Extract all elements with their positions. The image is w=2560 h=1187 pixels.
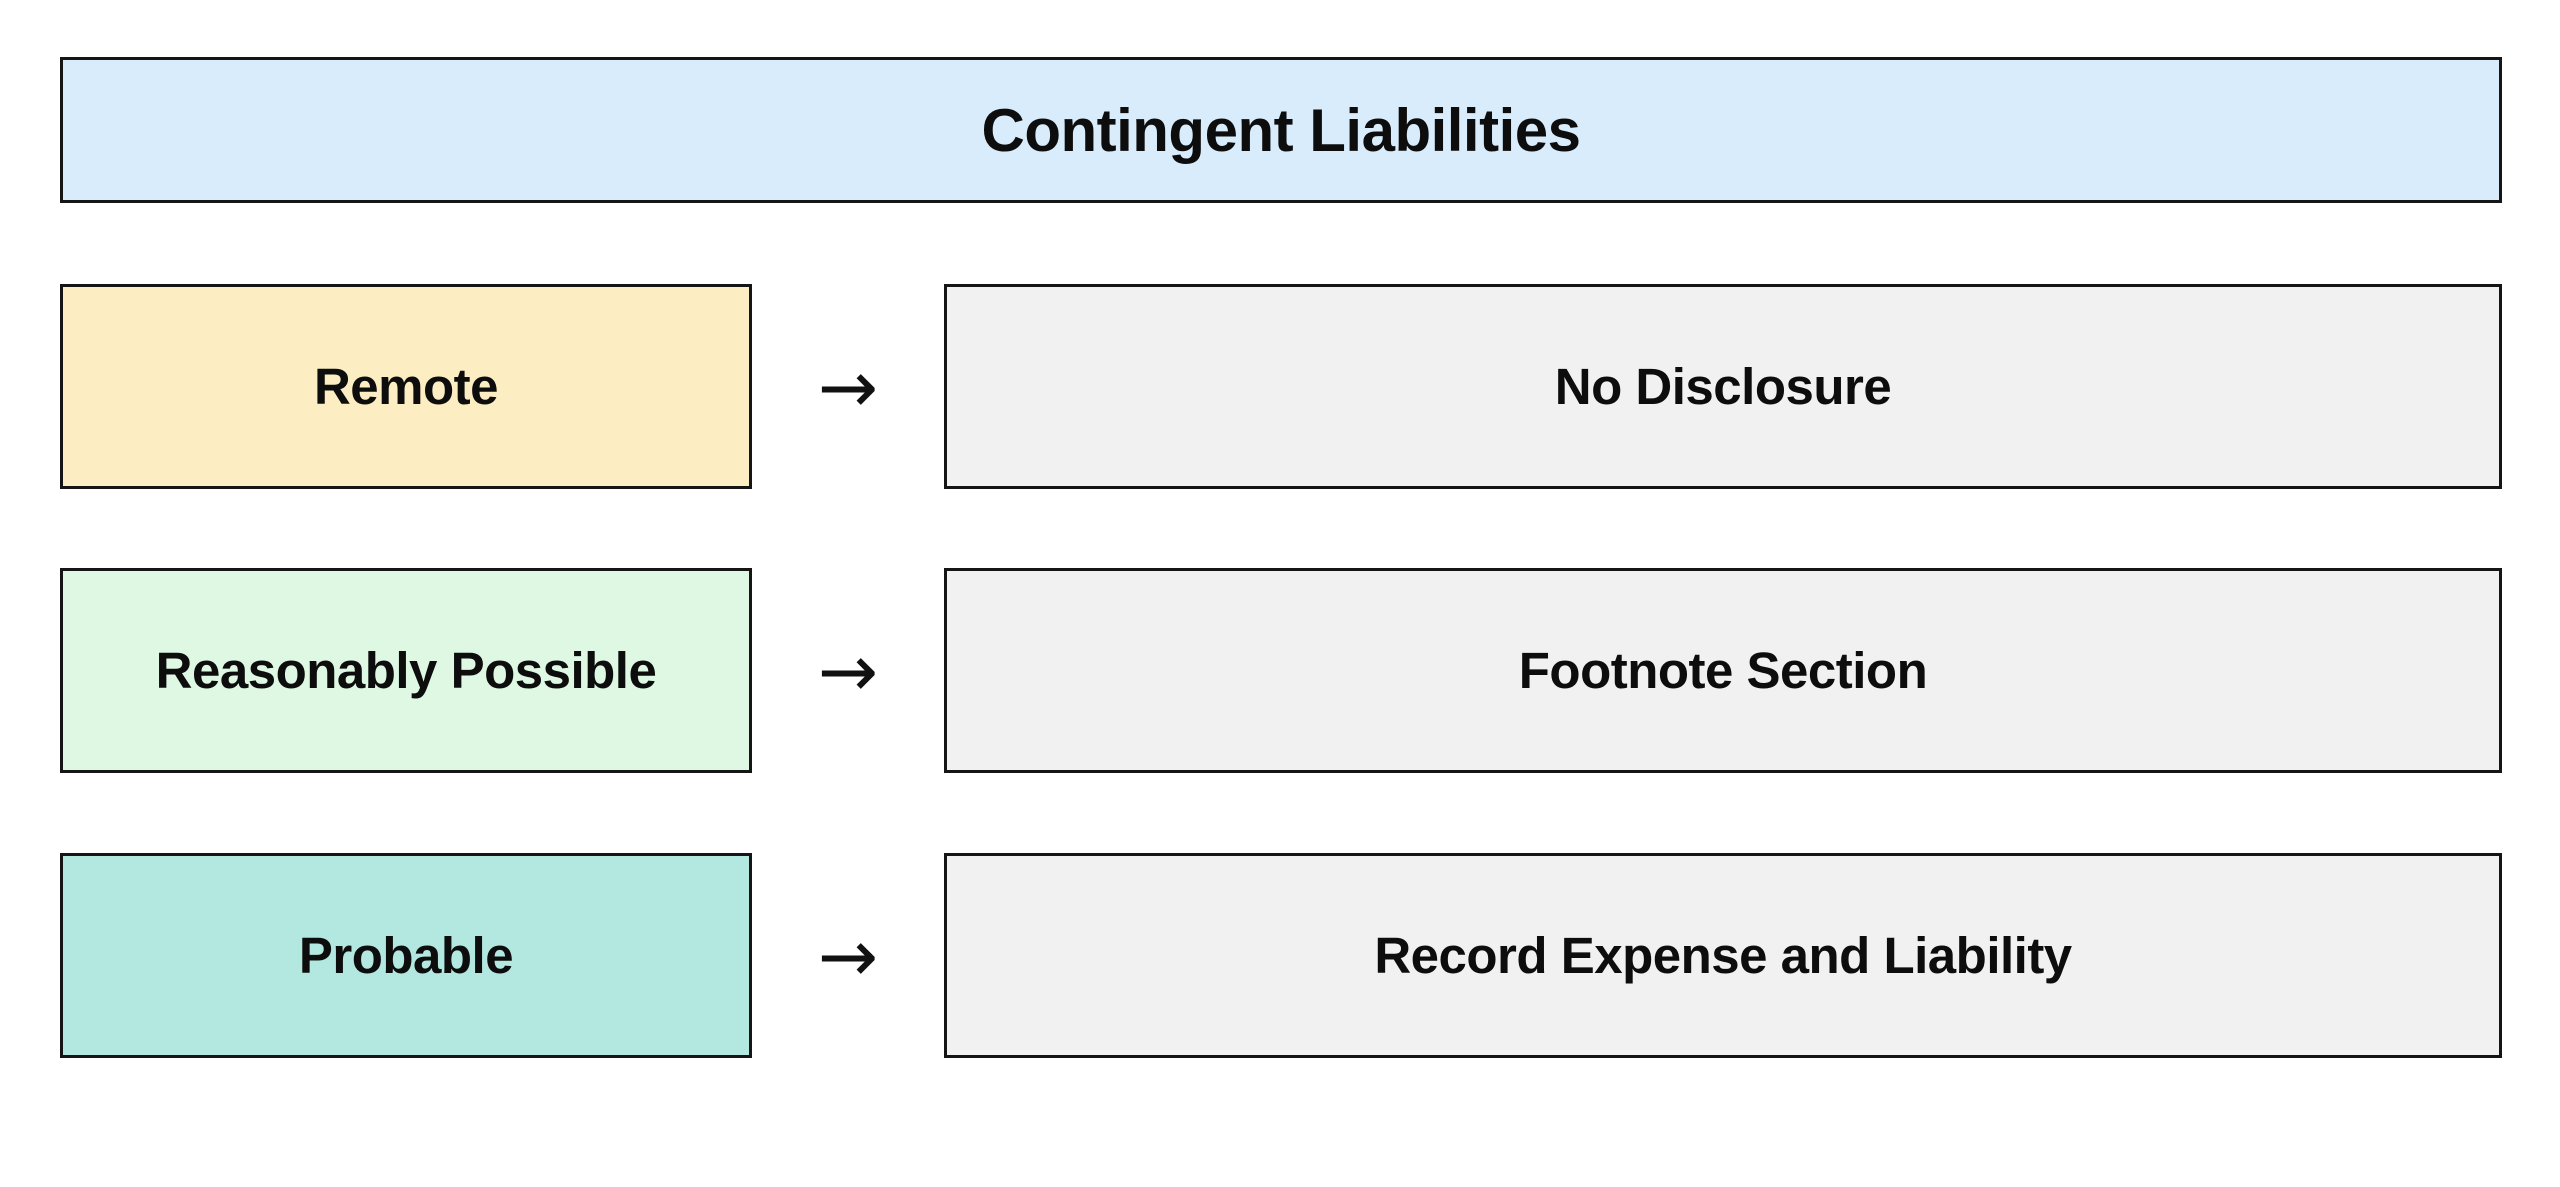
- row-probable: Probable → Record Expense and Liability: [60, 853, 2502, 1058]
- row-reasonably-possible: Reasonably Possible → Footnote Section: [60, 568, 2502, 773]
- arrow-cell: →: [752, 284, 944, 489]
- outcome-label-record-expense-and-liability: Record Expense and Liability: [1374, 927, 2072, 984]
- outcome-box-no-disclosure: No Disclosure: [944, 284, 2502, 489]
- row-remote: Remote → No Disclosure: [60, 284, 2502, 489]
- arrow-cell: →: [752, 568, 944, 773]
- outcome-box-footnote-section: Footnote Section: [944, 568, 2502, 773]
- outcome-label-footnote-section: Footnote Section: [1518, 642, 1928, 699]
- likelihood-label-remote: Remote: [313, 358, 499, 415]
- arrow-cell: →: [752, 853, 944, 1058]
- right-arrow-icon: →: [817, 628, 879, 713]
- likelihood-box-remote: Remote: [60, 284, 752, 489]
- likelihood-box-probable: Probable: [60, 853, 752, 1058]
- outcome-box-record-expense-and-liability: Record Expense and Liability: [944, 853, 2502, 1058]
- diagram-title: Contingent Liabilities: [981, 96, 1582, 164]
- likelihood-label-reasonably-possible: Reasonably Possible: [155, 642, 657, 699]
- right-arrow-icon: →: [817, 344, 879, 429]
- likelihood-label-probable: Probable: [298, 927, 514, 984]
- likelihood-box-reasonably-possible: Reasonably Possible: [60, 568, 752, 773]
- right-arrow-icon: →: [817, 913, 879, 998]
- title-box: Contingent Liabilities: [60, 57, 2502, 203]
- outcome-label-no-disclosure: No Disclosure: [1554, 358, 1892, 415]
